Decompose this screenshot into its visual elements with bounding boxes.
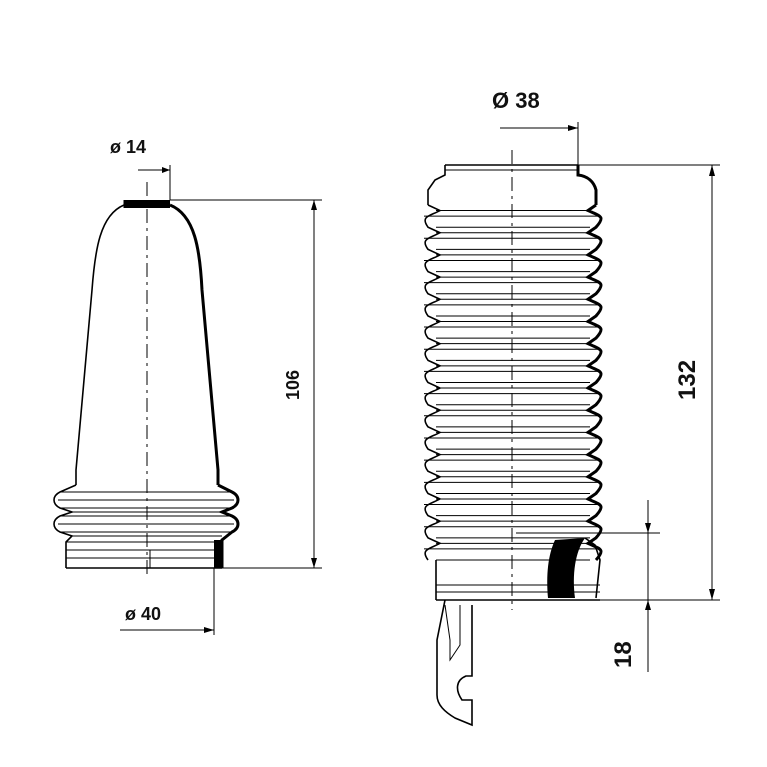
- large-boot: Ø 38 132 18: [424, 88, 720, 727]
- small-boot-bottom-diameter-label: ø 40: [125, 604, 161, 624]
- small-boot-left-bellows: [53, 484, 77, 568]
- large-boot-right-bellows: [584, 203, 603, 562]
- arrow-bottom-diameter: [204, 627, 214, 633]
- large-boot-top-diameter-label: Ø 38: [492, 88, 540, 113]
- small-boot-height-label: 106: [283, 370, 303, 400]
- small-boot-bottom-seal: [214, 540, 222, 568]
- small-boot-right-outline: [169, 203, 220, 485]
- large-boot-bottom-right-outline: [584, 537, 601, 599]
- arrow-132-bottom: [709, 589, 715, 600]
- arrow-18-top: [645, 523, 651, 533]
- small-boot-top-cap: [124, 200, 170, 208]
- arrow-large-top-diameter: [568, 125, 578, 131]
- small-boot-right-bellows: [217, 483, 240, 568]
- large-boot-top-left-shoulder: [427, 165, 446, 205]
- large-boot-height-label: 132: [674, 360, 701, 400]
- arrow-top-diameter: [162, 167, 170, 173]
- large-boot-left-bellows: [424, 204, 442, 561]
- large-boot-hook-clamp: [436, 599, 473, 727]
- large-boot-right-bellows-path: [584, 203, 603, 562]
- arrow-132-top: [709, 165, 715, 176]
- small-boot-top-diameter-label: ø 14: [110, 137, 146, 157]
- arrow-106-bottom: [311, 558, 317, 568]
- small-boot-left-outline: [75, 204, 125, 485]
- arrow-18-bottom: [645, 600, 651, 610]
- small-boot: ø 14 106 ø 40: [53, 137, 322, 635]
- large-boot-hook-inner: [444, 604, 461, 662]
- large-boot-left-bellows-path: [424, 204, 442, 561]
- large-boot-bottom-seal: [547, 538, 585, 598]
- large-boot-offset-label: 18: [610, 641, 637, 668]
- arrow-106-top: [311, 200, 317, 210]
- large-boot-top-right-shoulder: [576, 165, 598, 205]
